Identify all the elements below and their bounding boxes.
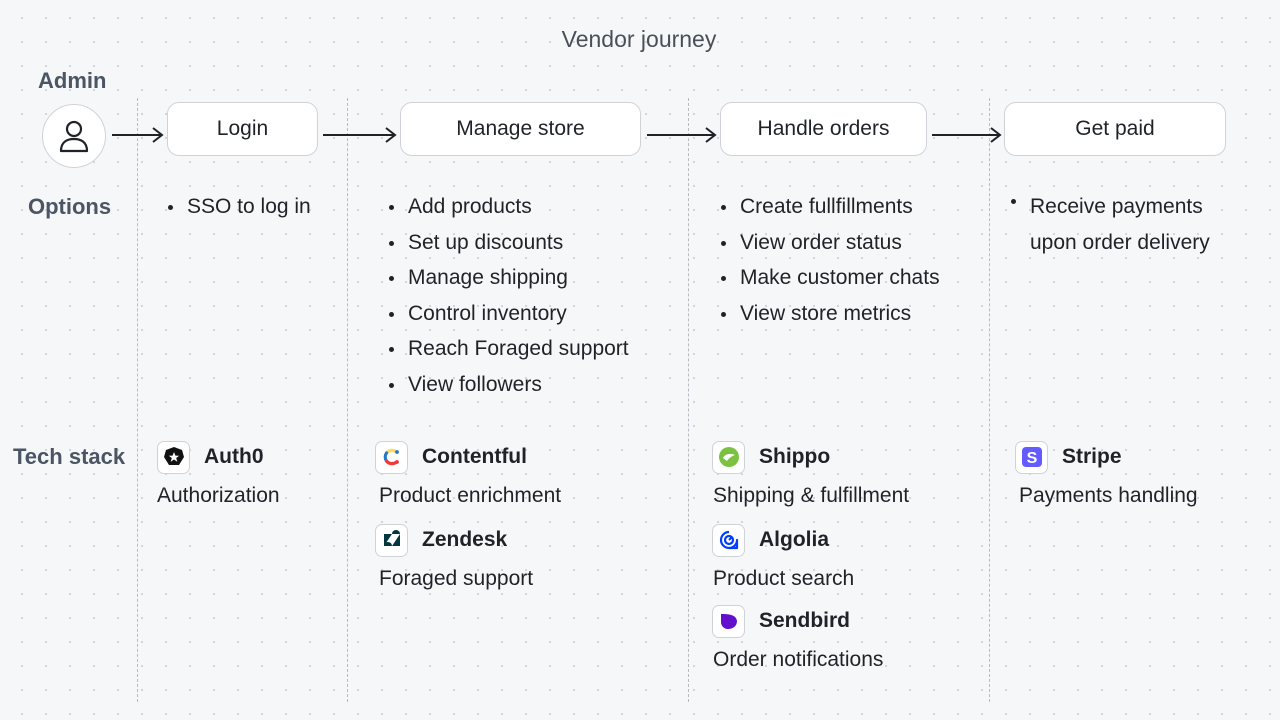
shippo-logo-icon xyxy=(712,440,745,474)
tech-description: Product search xyxy=(713,567,855,590)
tech-name: Auth0 xyxy=(204,445,264,468)
option-item: Receive payments upon order delivery xyxy=(1009,189,1239,260)
tech-description: Payments handling xyxy=(1019,484,1198,507)
tech-name: Shippo xyxy=(759,445,831,468)
tech-zendesk: Zendesk Foraged support xyxy=(375,522,533,591)
tech-algolia: Algolia Product search xyxy=(712,522,854,591)
tech-description: Product enrichment xyxy=(379,484,562,507)
option-item: Control inventory xyxy=(387,302,629,338)
admin-avatar xyxy=(42,104,106,168)
tech-description: Foraged support xyxy=(379,567,534,590)
tech-description: Authorization xyxy=(157,484,280,507)
option-item: Create fullfillments xyxy=(719,195,940,231)
tech-name: Sendbird xyxy=(759,609,851,632)
options-list-manage-store: Add products Set up discounts Manage shi… xyxy=(387,195,629,409)
arrow-right-icon xyxy=(647,127,717,143)
tech-description: Shipping & fulfillment xyxy=(713,484,910,507)
svg-text:S: S xyxy=(1026,450,1037,467)
column-divider xyxy=(688,98,689,702)
tech-shippo: Shippo Shipping & fulfillment xyxy=(712,439,909,508)
option-item: Add products xyxy=(387,195,629,231)
step-get-paid: Get paid xyxy=(1004,102,1226,156)
column-divider xyxy=(347,98,348,702)
user-icon xyxy=(59,120,89,153)
auth0-logo-icon xyxy=(157,440,190,474)
option-item: Manage shipping xyxy=(387,266,629,302)
tech-stack-label: Tech stack xyxy=(13,444,126,469)
column-divider xyxy=(137,98,138,702)
option-item: Make customer chats xyxy=(719,266,940,302)
step-manage-store: Manage store xyxy=(400,102,641,156)
tech-name: Stripe xyxy=(1062,445,1122,468)
options-list-get-paid: Receive payments upon order delivery xyxy=(1009,195,1239,260)
tech-name: Contentful xyxy=(422,445,527,468)
contentful-logo-icon xyxy=(375,440,408,474)
option-item: SSO to log in xyxy=(166,195,311,231)
step-handle-orders: Handle orders xyxy=(720,102,927,156)
option-item: View order status xyxy=(719,231,940,267)
options-list-login: SSO to log in xyxy=(166,195,311,231)
arrow-right-icon xyxy=(932,127,1002,143)
tech-name: Algolia xyxy=(759,528,830,551)
sendbird-logo-icon xyxy=(712,604,745,638)
arrow-right-icon xyxy=(112,127,164,143)
tech-sendbird: Sendbird Order notifications xyxy=(712,603,883,672)
stripe-logo-icon: S xyxy=(1015,440,1048,474)
tech-stripe: S Stripe Payments handling xyxy=(1015,439,1198,508)
admin-label: Admin xyxy=(38,68,107,93)
zendesk-logo-icon xyxy=(375,523,408,557)
column-divider xyxy=(989,98,990,702)
diagram-title: Vendor journey xyxy=(561,26,717,52)
tech-description: Order notifications xyxy=(713,648,884,671)
option-item: Reach Foraged support xyxy=(387,337,629,373)
tech-contentful: Contentful Product enrichment xyxy=(375,439,561,508)
option-item: View store metrics xyxy=(719,302,940,338)
options-label: Options xyxy=(28,194,112,219)
option-item: Set up discounts xyxy=(387,231,629,267)
options-list-handle-orders: Create fullfillments View order status M… xyxy=(719,195,940,337)
tech-name: Zendesk xyxy=(422,528,508,551)
tech-auth0: Auth0 Authorization xyxy=(157,439,280,508)
option-item: View followers xyxy=(387,373,629,409)
algolia-logo-icon xyxy=(712,523,745,557)
arrow-right-icon xyxy=(323,127,397,143)
step-login: Login xyxy=(167,102,318,156)
